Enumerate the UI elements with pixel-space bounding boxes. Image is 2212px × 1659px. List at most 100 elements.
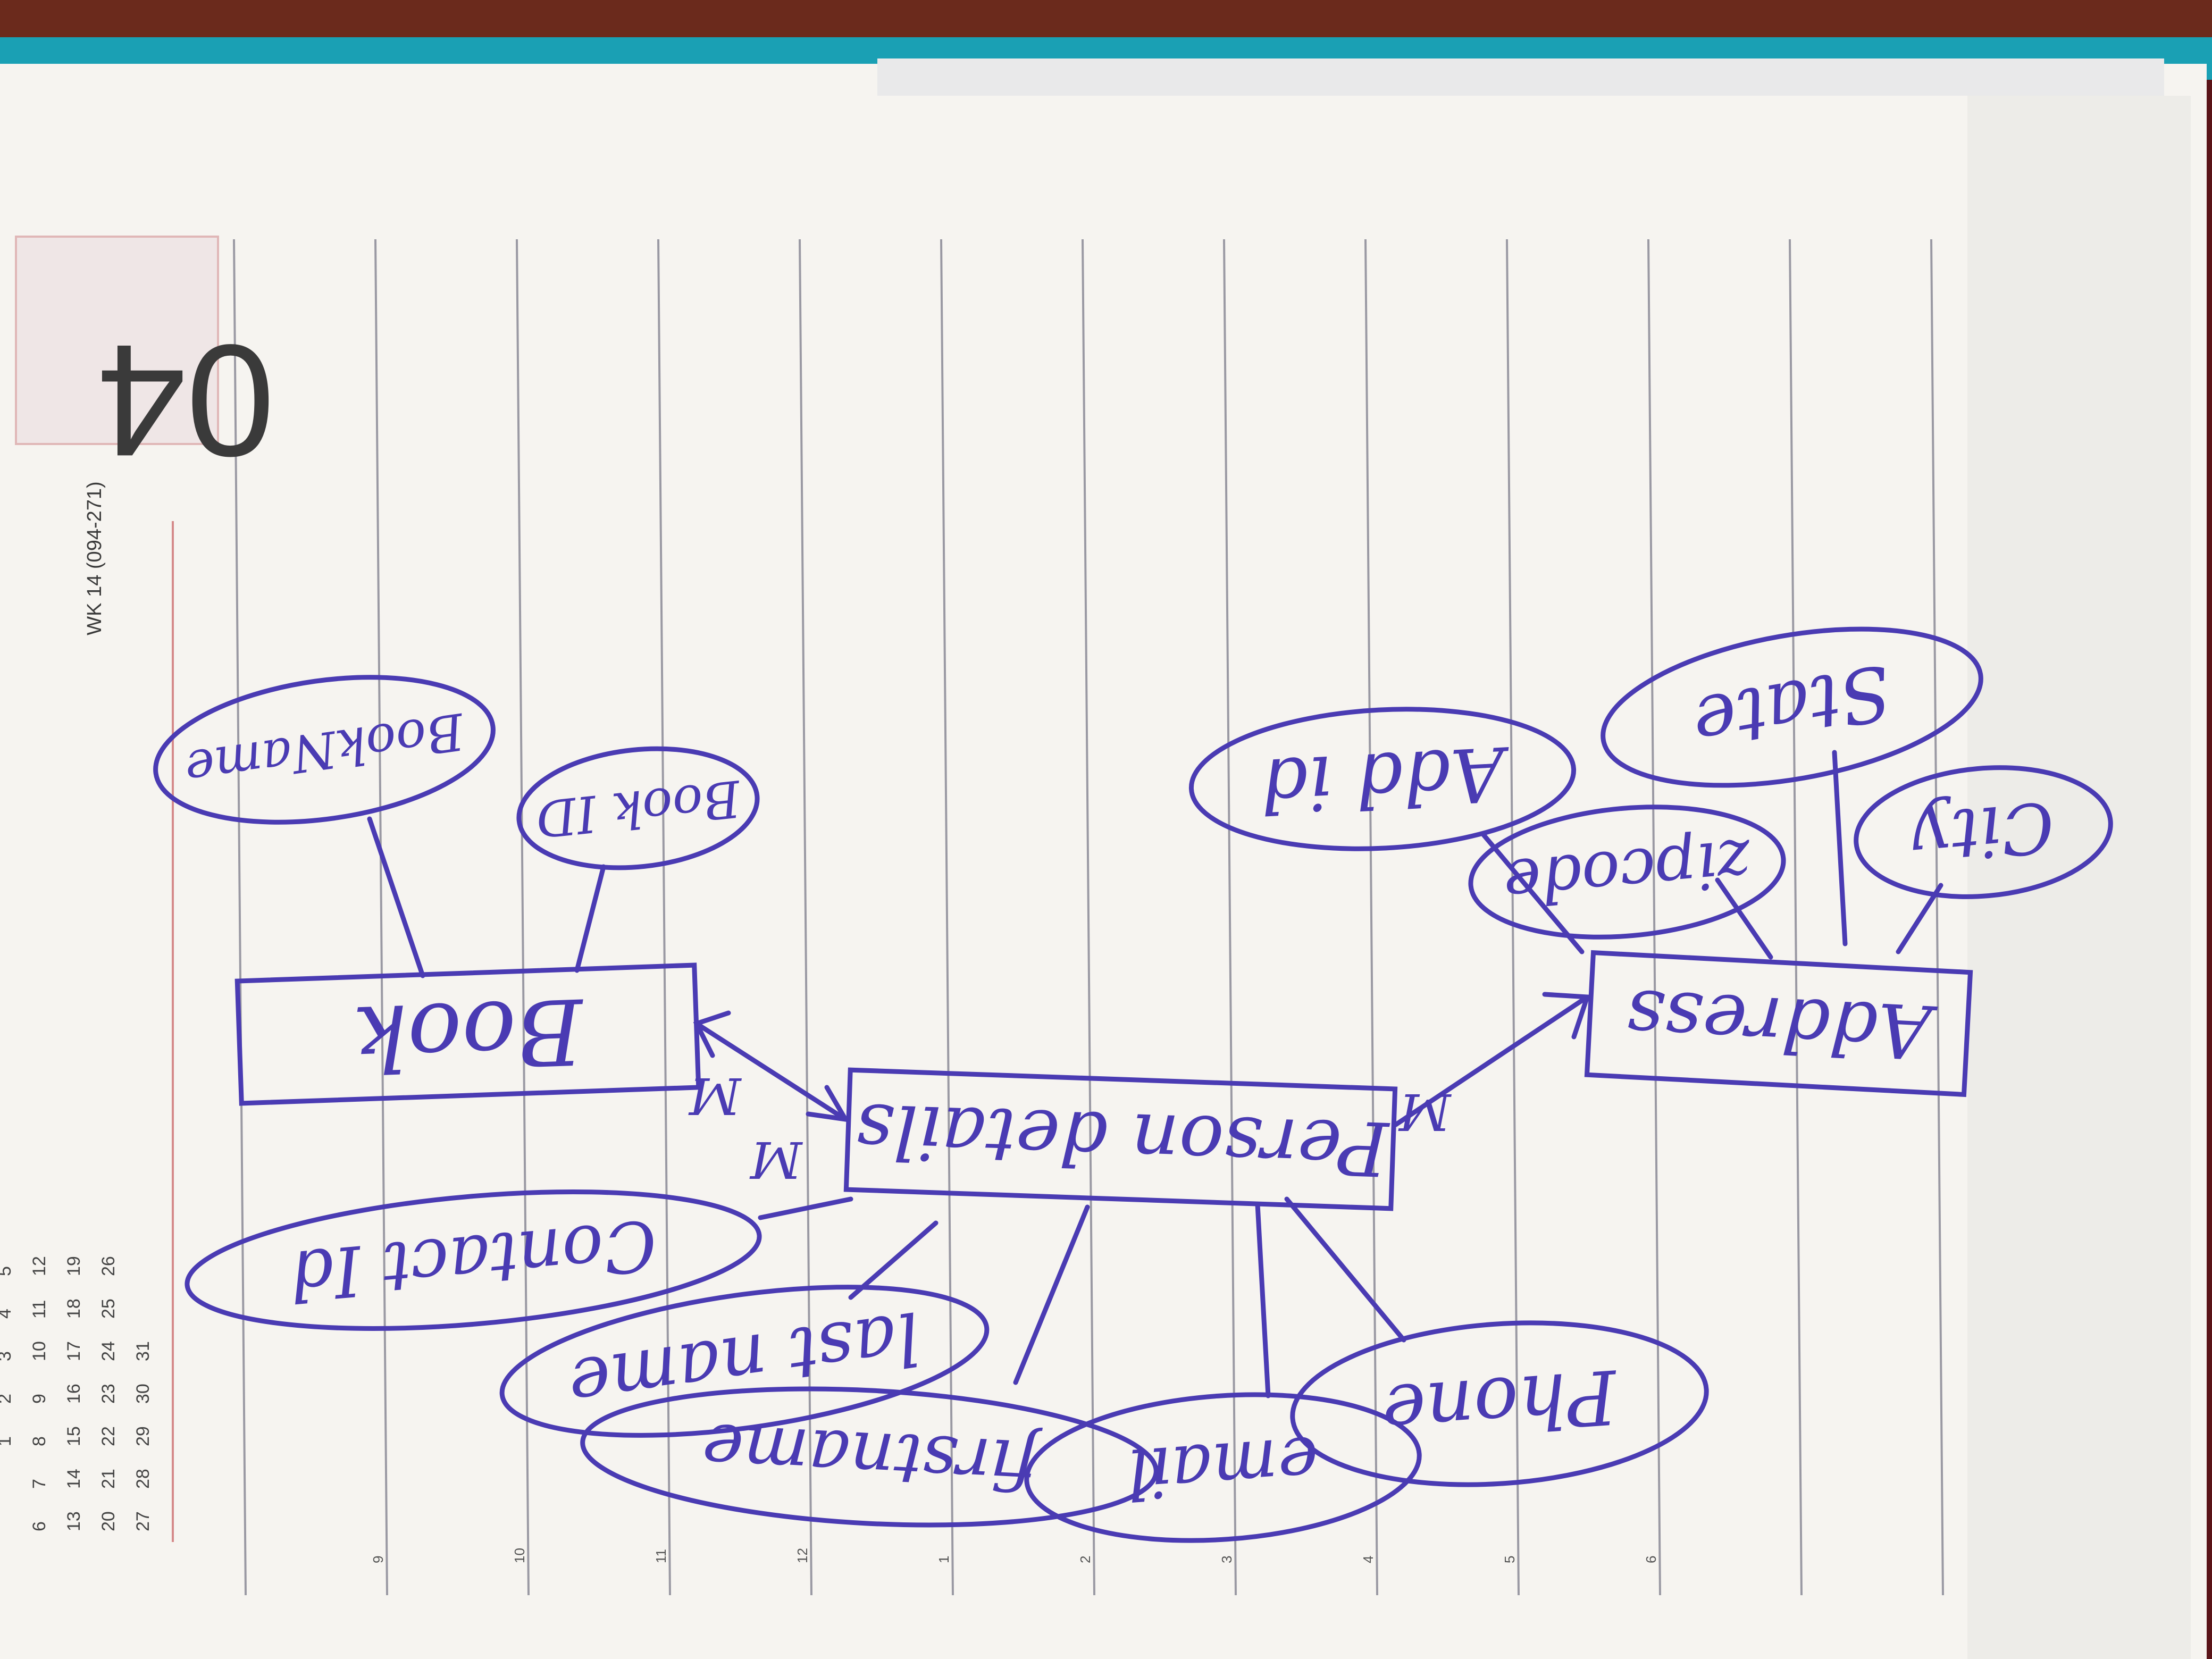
week-label: WK 14 (094-271) bbox=[83, 481, 106, 635]
calendar-day: 10 bbox=[29, 1341, 49, 1361]
attr-label-city: City bbox=[1908, 786, 2058, 879]
arrowhead-person-end bbox=[806, 1085, 850, 1122]
link-phone bbox=[1284, 1196, 1406, 1343]
calendar-day: 14 bbox=[64, 1469, 84, 1489]
calendar-day: 6 bbox=[29, 1521, 49, 1531]
hour-marker: 9 bbox=[370, 1556, 386, 1563]
calendar-day: 19 bbox=[64, 1256, 84, 1276]
arrowhead-address-end bbox=[1542, 992, 1591, 1040]
calendar-day: 9 bbox=[29, 1394, 49, 1404]
attr-label-email: email bbox=[1125, 1421, 1322, 1515]
calendar-day: 21 bbox=[98, 1469, 119, 1489]
link-bookid bbox=[574, 864, 606, 973]
attr-ellipse-state bbox=[1601, 626, 1983, 788]
calendar-day: 30 bbox=[133, 1384, 153, 1404]
entity-address bbox=[1584, 950, 1973, 1097]
rule-line bbox=[1930, 239, 1944, 1596]
calendar-day: 29 bbox=[133, 1426, 153, 1446]
rule-line bbox=[657, 239, 671, 1596]
calendar-day: 17 bbox=[64, 1341, 84, 1361]
link-contactid bbox=[758, 1196, 853, 1220]
calendar-day: 12 bbox=[29, 1256, 49, 1276]
calendar-day: 5 bbox=[0, 1266, 15, 1276]
hour-marker: 3 bbox=[1219, 1556, 1235, 1563]
hour-marker: 4 bbox=[1360, 1556, 1376, 1563]
cardinality-person-book-book: M bbox=[688, 1066, 742, 1125]
hour-marker: 5 bbox=[1502, 1556, 1518, 1563]
date-header: 04 WK 14 (094-271) bbox=[15, 236, 275, 635]
attr-ellipse-phone bbox=[1290, 1320, 1709, 1487]
calendar-day: 23 bbox=[98, 1384, 119, 1404]
er-diagram bbox=[153, 626, 2113, 1543]
calendar-day: 4 bbox=[0, 1309, 15, 1319]
attr-ellipse-contactid bbox=[185, 1189, 762, 1331]
entity-label-address: Address bbox=[1624, 973, 1939, 1075]
rule-line bbox=[1223, 239, 1237, 1596]
rule-line bbox=[1647, 239, 1661, 1596]
rule-line bbox=[374, 239, 388, 1596]
link-city bbox=[1896, 883, 1943, 954]
link-zipcode bbox=[1715, 877, 1773, 960]
attr-label-addid: Add id bbox=[1258, 729, 1512, 828]
calendar-day: 22 bbox=[98, 1426, 119, 1446]
rule-line bbox=[516, 239, 530, 1596]
hour-marker: 2 bbox=[1077, 1556, 1093, 1563]
rule-line bbox=[799, 239, 812, 1596]
link-email bbox=[1255, 1202, 1271, 1398]
calendar-day: 3 bbox=[0, 1351, 15, 1361]
mini-calendar: 1234567891011121314151617181920212223242… bbox=[0, 1256, 153, 1531]
calendar-day: 7 bbox=[29, 1479, 49, 1489]
rule-line bbox=[1082, 239, 1095, 1596]
date-box bbox=[15, 236, 219, 445]
arrowhead-book-end bbox=[693, 1010, 731, 1058]
hour-marker: 6 bbox=[1643, 1556, 1659, 1563]
calendar-day: 28 bbox=[133, 1469, 153, 1489]
link-lastname bbox=[848, 1220, 939, 1300]
attr-ellipse-bookname bbox=[153, 675, 496, 825]
attr-ellipse-lastname bbox=[499, 1285, 990, 1438]
link-bookname bbox=[367, 816, 425, 978]
calendar-day: 24 bbox=[98, 1341, 119, 1361]
entity-person-details bbox=[843, 1067, 1398, 1211]
attr-ellipse-bookid bbox=[516, 746, 760, 870]
relationship-person-address bbox=[1393, 994, 1590, 1127]
calendar-day: 2 bbox=[0, 1394, 15, 1404]
calendar-day: 26 bbox=[98, 1256, 119, 1276]
calendar-day: 8 bbox=[29, 1436, 49, 1446]
rule-line bbox=[1364, 239, 1378, 1596]
calendar-day: 13 bbox=[64, 1511, 84, 1531]
hour-marker: 1 bbox=[936, 1556, 952, 1563]
ruled-lines bbox=[233, 239, 1944, 1596]
attr-ellipse-addid bbox=[1188, 707, 1577, 851]
link-firstname bbox=[1013, 1204, 1090, 1385]
entity-label-book: Book bbox=[351, 977, 586, 1091]
hour-marker: 11 bbox=[653, 1549, 669, 1563]
day-number: 04 bbox=[97, 312, 275, 490]
attr-label-phone: Phone bbox=[1379, 1352, 1621, 1455]
calendar-day: 20 bbox=[98, 1511, 119, 1531]
calendar-day: 16 bbox=[64, 1384, 84, 1404]
attr-ellipse-city bbox=[1854, 765, 2113, 899]
calendar-day: 1 bbox=[0, 1436, 15, 1446]
entity-label-person: Person details bbox=[854, 1086, 1391, 1192]
hour-marker: 12 bbox=[794, 1548, 810, 1563]
attr-label-firstname: firstname bbox=[700, 1408, 1043, 1506]
calendar-day: 15 bbox=[64, 1426, 84, 1446]
link-addid bbox=[1481, 832, 1585, 954]
attr-ellipse-zipcode bbox=[1468, 805, 1786, 940]
calendar-day: 18 bbox=[64, 1298, 84, 1319]
calendar-day: 27 bbox=[133, 1511, 153, 1531]
relationship-person-book bbox=[694, 1021, 848, 1122]
calendar-day: 11 bbox=[29, 1300, 49, 1319]
calendar-day: 25 bbox=[98, 1298, 119, 1319]
rule-line bbox=[1789, 239, 1803, 1596]
hour-marker: 10 bbox=[512, 1548, 527, 1563]
rule-line bbox=[1506, 239, 1520, 1596]
attr-ellipse-firstname bbox=[580, 1386, 1159, 1528]
link-state bbox=[1832, 750, 1848, 946]
cardinality-person-book-person: M bbox=[749, 1130, 803, 1188]
rule-line bbox=[233, 239, 247, 1596]
cardinality-person-address: M bbox=[1398, 1082, 1452, 1141]
